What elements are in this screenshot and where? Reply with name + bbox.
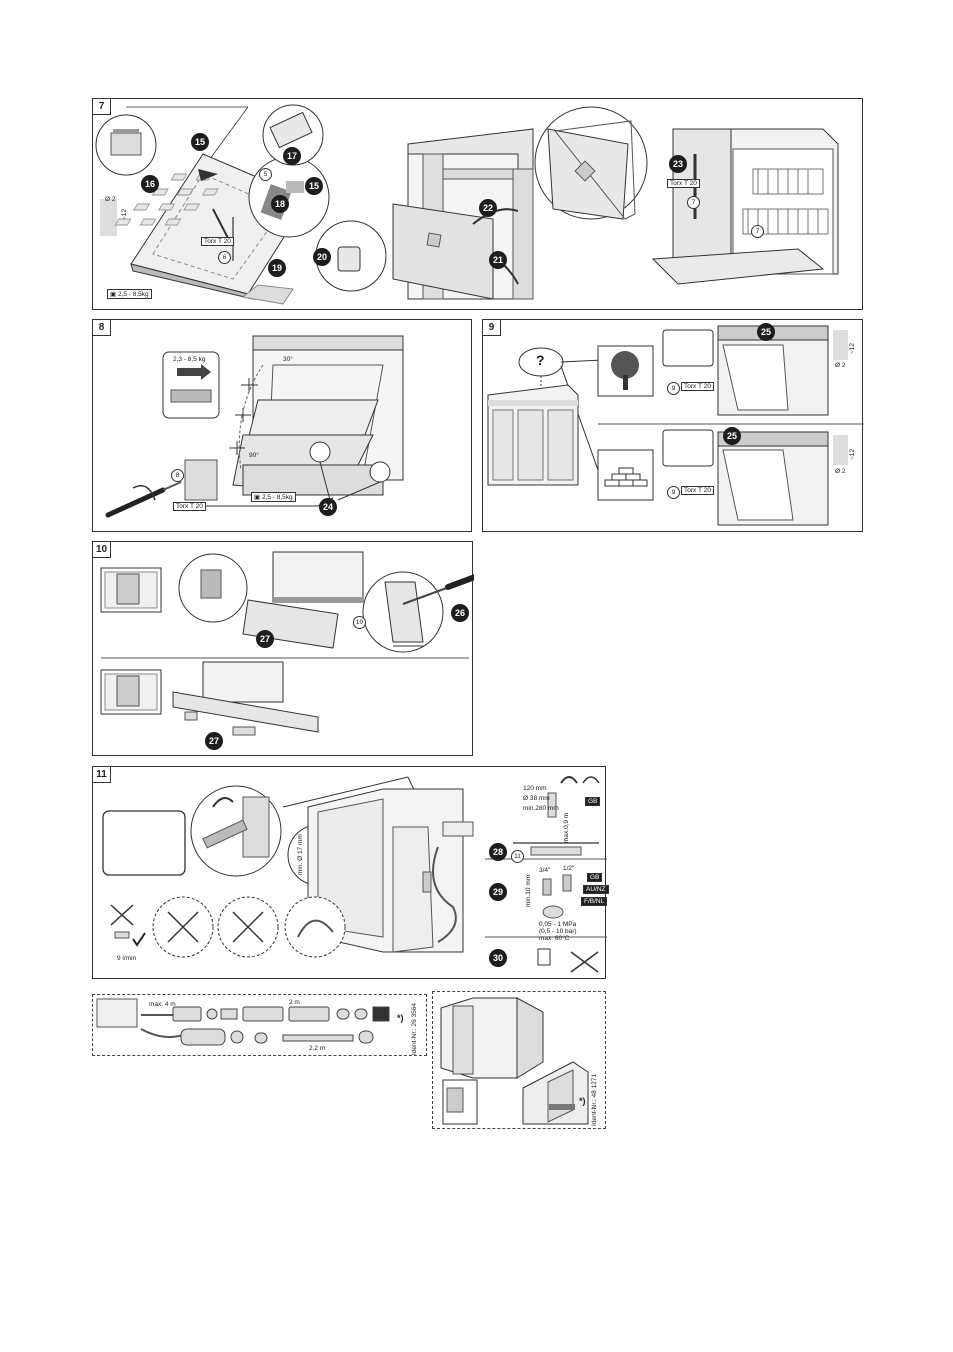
- panel-10-illustration: [100, 551, 474, 736]
- depth-label-bottom: ~12: [849, 448, 856, 460]
- panel-10: 10 10 26 27 27: [92, 541, 474, 756]
- drill-diameter-label: Ø 2: [105, 196, 116, 203]
- region-gb-drain: GB: [585, 797, 601, 806]
- footnote-star: *): [579, 1096, 586, 1106]
- ref-7-top: 7: [687, 196, 700, 209]
- ref-6: 6: [218, 251, 231, 264]
- badge-22: 22: [479, 199, 497, 217]
- torx-label-bottom: Torx T 20: [681, 486, 714, 495]
- angle-top-label: 30°: [283, 356, 293, 363]
- badge-21: 21: [489, 251, 507, 269]
- dim-09: max.0,9 m: [563, 812, 570, 843]
- badge-23: 23: [669, 155, 687, 173]
- panel-number: 7: [93, 99, 111, 115]
- depth-label-top: ~12: [849, 342, 856, 354]
- pressure-bar: (0,5 - 10 bar): [539, 928, 577, 935]
- badge-15-a: 15: [191, 133, 209, 151]
- badge-24: 24: [319, 498, 337, 516]
- thread-12: 1/2": [563, 865, 575, 872]
- length-22m-label: 2,2 m: [309, 1045, 326, 1052]
- badge-30: 30: [489, 949, 507, 967]
- badge-20: 20: [313, 248, 331, 266]
- badge-27-top: 27: [256, 630, 274, 648]
- ref-10: 10: [353, 616, 366, 629]
- panel-number: 9: [483, 320, 501, 336]
- ref-5: 5: [259, 168, 272, 181]
- panel-7-illustration: [95, 104, 839, 305]
- region-f-b-nl: F/B/NL: [581, 897, 608, 906]
- panel-9: 9 ?: [482, 319, 864, 532]
- torx-label: Torx T 20: [173, 502, 206, 511]
- ref-9-bottom: 9: [667, 486, 680, 499]
- ref-11: 11: [511, 850, 524, 863]
- footnote-star: *): [397, 1013, 404, 1023]
- region-au-nz: AU/NZ: [583, 885, 609, 894]
- dim-17: min. Ø 17 mm: [297, 834, 304, 875]
- weight-value: 2,5 - 8,5kg: [261, 494, 293, 501]
- drill-depth-label: ~12: [121, 208, 128, 220]
- ident-number-label: Ident-Nr.: 26 3564: [411, 1002, 418, 1055]
- torx-label-top: Torx T 20: [681, 382, 714, 391]
- panel-9-illustration: [487, 325, 864, 526]
- accessory-side-panel: Ident-Nr.: 48 1271 *): [432, 991, 606, 1129]
- dim-280: min.280 mm: [523, 805, 559, 812]
- panel-8: 8 2,3 - 8,5 kg 30° 90°: [92, 319, 472, 532]
- diameter-label-top: Ø 2: [835, 362, 846, 369]
- dim-10: min.10 mm: [525, 874, 532, 907]
- flow-rate: 9 l/min: [117, 955, 137, 962]
- panel-7: 7: [92, 98, 863, 310]
- badge-16: 16: [141, 175, 159, 193]
- weight-range-label: 2,3 - 8,5 kg: [173, 356, 206, 363]
- torx-label-right: Torx T 20: [667, 179, 700, 188]
- ref-9-top: 9: [667, 382, 680, 395]
- badge-25-top: 25: [757, 323, 775, 341]
- panel-11-illustration: [102, 776, 607, 973]
- panel-number: 11: [93, 767, 111, 783]
- diameter-label-bottom: Ø 2: [835, 468, 846, 475]
- dim-38: Ø 38 mm: [523, 795, 550, 802]
- weight-label: ▣ 2,5 - 8,5kg: [107, 289, 152, 299]
- panel-number: 8: [93, 320, 111, 336]
- ident-number-label: Ident-Nr.: 48 1271: [591, 1073, 598, 1126]
- ref-8: 8: [171, 469, 184, 482]
- max-temperature: max. 60°C: [539, 935, 570, 942]
- pressure-mpa: 0,05 - 1 MPa: [539, 921, 577, 928]
- question-mark: ?: [536, 352, 545, 368]
- weight-label: ▣ 2,5 - 8,5kg: [251, 492, 296, 502]
- badge-25-bottom: 25: [723, 427, 741, 445]
- ref-7-inner: 7: [751, 225, 764, 238]
- badge-26: 26: [451, 604, 469, 622]
- badge-28: 28: [489, 843, 507, 861]
- panel-number: 10: [93, 542, 111, 558]
- region-gb: GB: [587, 873, 603, 882]
- thread-34: 3/4": [539, 867, 551, 874]
- panel-8-illustration: [105, 335, 404, 518]
- badge-18: 18: [271, 195, 289, 213]
- badge-27-bottom: 27: [205, 732, 223, 750]
- badge-29: 29: [489, 883, 507, 901]
- badge-19: 19: [268, 259, 286, 277]
- accessory-hose-extension: max. 4 m 2 m 2,2 m Ident-Nr.: 26 3564 *): [92, 994, 427, 1056]
- side-panel-illustration: [440, 997, 589, 1125]
- badge-17: 17: [283, 147, 301, 165]
- panel-11: 11: [92, 766, 609, 979]
- dim-120: 120 mm: [523, 785, 547, 792]
- length-2m-label: 2 m: [289, 999, 300, 1006]
- torx-label: Torx T 20: [201, 237, 234, 246]
- angle-bottom-label: 90°: [249, 452, 259, 459]
- weight-value: 2,5 - 8,5kg: [117, 291, 149, 298]
- max-length-label: max. 4 m: [149, 1001, 176, 1008]
- badge-15-b: 15: [305, 177, 323, 195]
- hose-extension-illustration: [96, 998, 390, 1046]
